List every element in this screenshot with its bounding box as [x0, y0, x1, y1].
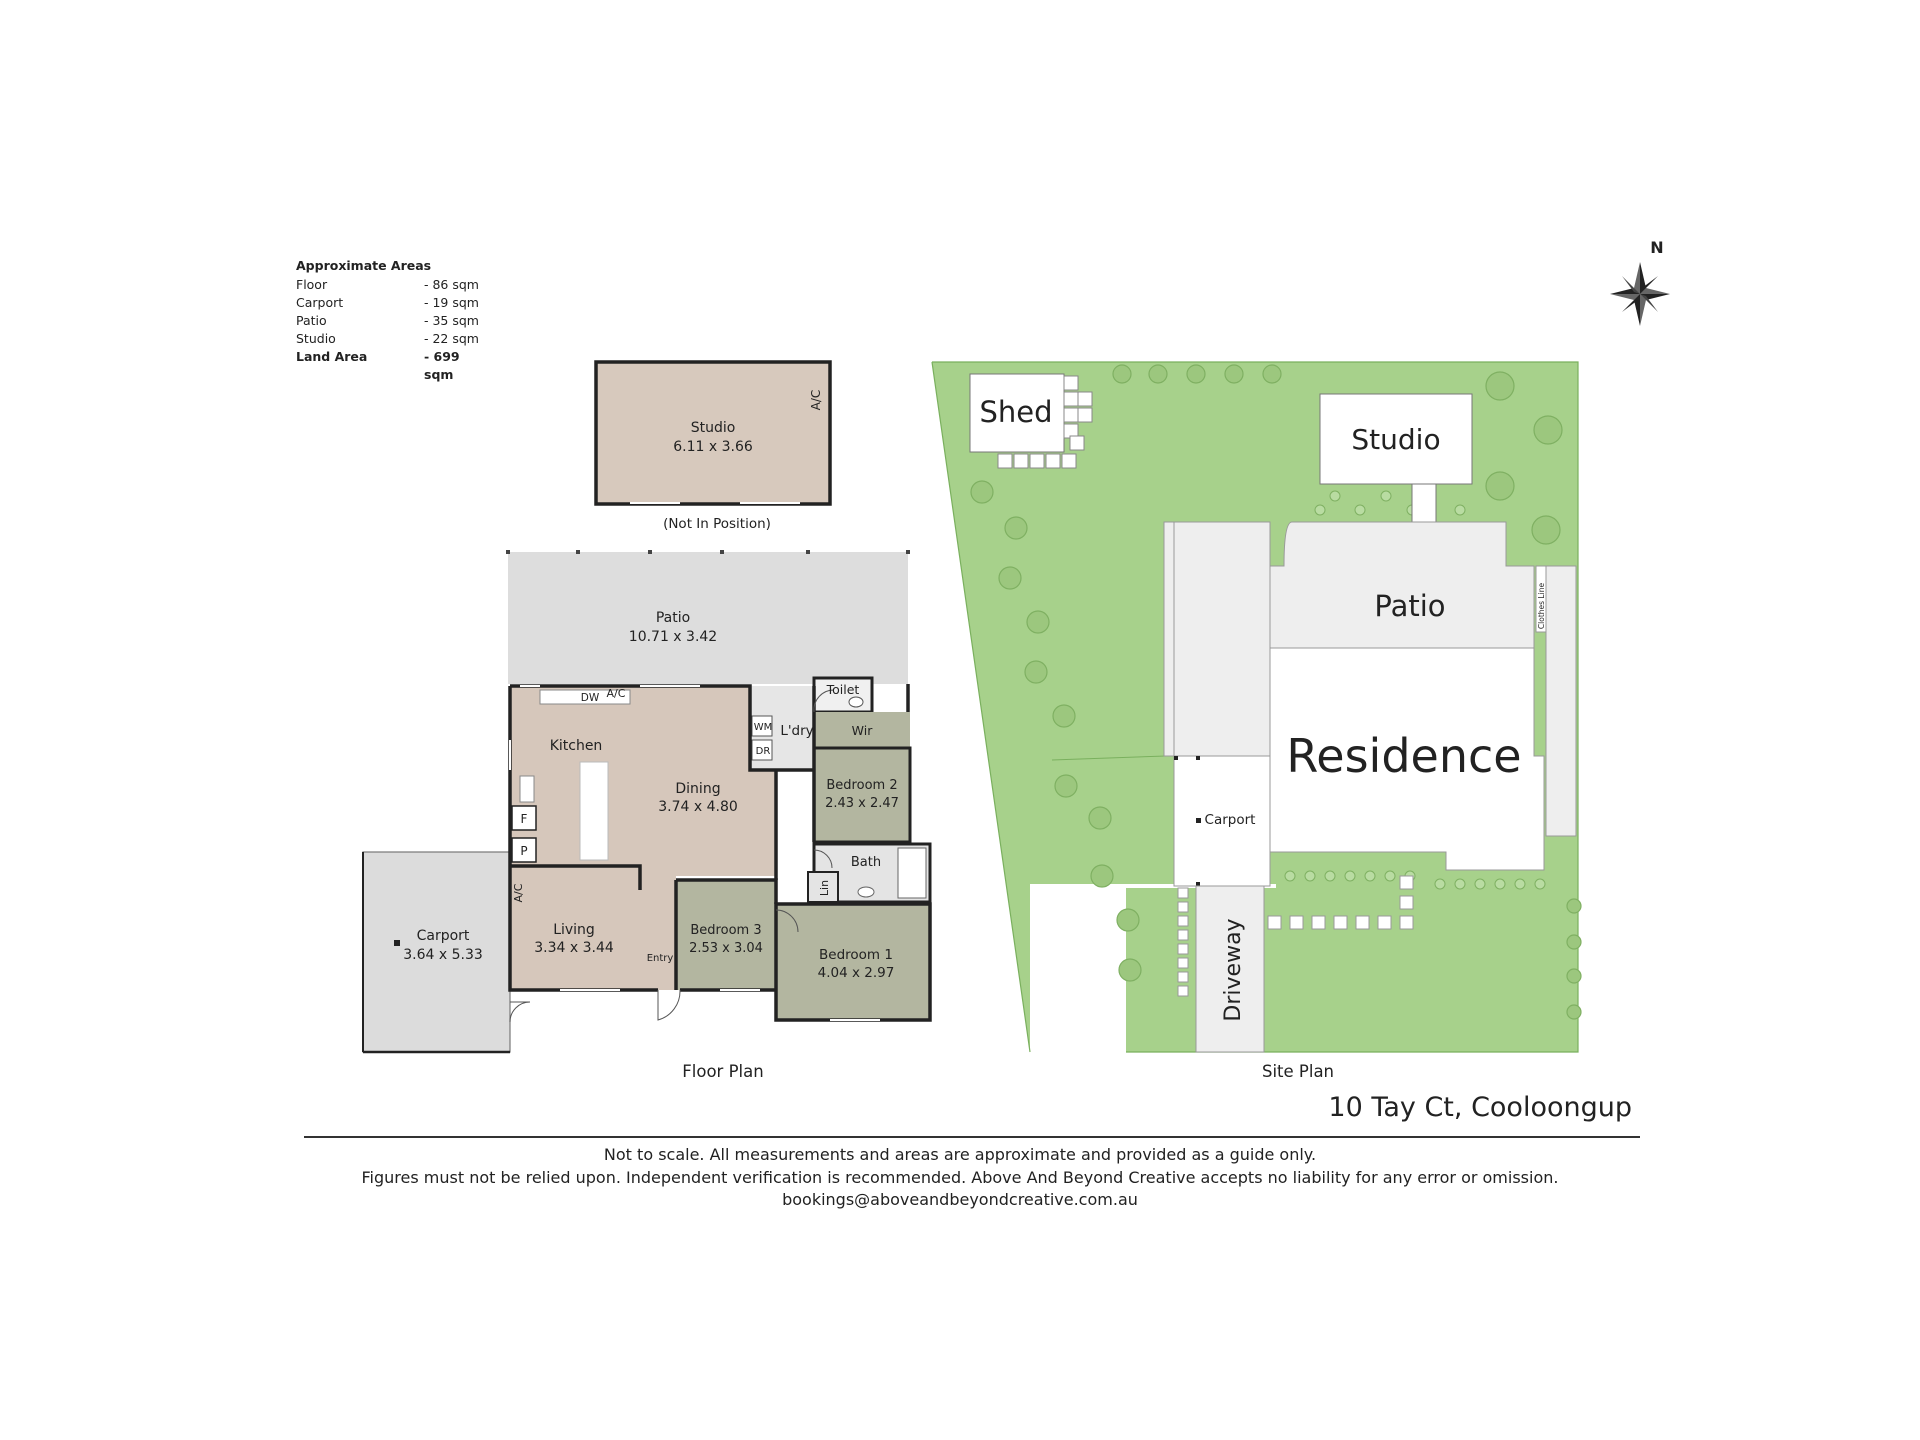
- sp-side-structure: [1173, 521, 1271, 757]
- fp-dining-dims: 3.74 x 4.80: [658, 799, 738, 815]
- contact-email: bookings@aboveandbeyondcreative.com.au: [782, 1190, 1138, 1209]
- fp-kitchen-name: Kitchen: [550, 738, 603, 754]
- areas-label: Floor: [296, 277, 328, 292]
- areas-label: Studio: [296, 331, 336, 346]
- fp-patio-dims: 10.71 x 3.42: [629, 629, 717, 645]
- fp-laundry-name: L'dry: [780, 723, 813, 739]
- fp-kitchen-dw: DW: [581, 692, 600, 704]
- fp-bedroom-3-dims: 2.53 x 3.04: [689, 941, 763, 956]
- areas-row-floor: Floor - 86 sqm: [296, 276, 486, 294]
- fp-kitchen-pantry: P: [520, 844, 527, 858]
- fp-laundry-wm: WM: [754, 722, 773, 733]
- areas-row-land: Land Area - 699 sqm: [296, 348, 486, 384]
- fp-wir-name: Wir: [852, 723, 874, 738]
- areas-heading: Approximate Areas: [296, 258, 432, 273]
- fp-living-name: Living: [553, 922, 595, 938]
- areas-value: - 86 sqm: [424, 277, 479, 292]
- areas-row-carport: Carport - 19 sqm: [296, 294, 486, 312]
- property-address: 10 Tay Ct, Cooloongup: [1328, 1092, 1632, 1123]
- fp-bedroom-1-name: Bedroom 1: [819, 947, 893, 963]
- sp-driveway-label: Driveway: [1221, 918, 1246, 1021]
- fp-linen: [807, 871, 839, 903]
- fp-bedroom-3-name: Bedroom 3: [690, 923, 761, 938]
- fp-bedroom-1-dims: 4.04 x 2.97: [818, 965, 895, 981]
- floor-plan-caption: Floor Plan: [682, 1062, 763, 1081]
- areas-row-studio: Studio - 22 sqm: [296, 330, 486, 348]
- disclaimer: Not to scale. All measurements and areas…: [0, 1144, 1920, 1212]
- approximate-areas-table: Approximate Areas Floor - 86 sqm Carport…: [296, 257, 486, 384]
- disclaimer-line: Not to scale. All measurements and areas…: [603, 1145, 1317, 1164]
- fp-living-floor: [510, 866, 676, 990]
- fp-patio: [508, 552, 908, 684]
- sp-patio-label: Patio: [1374, 589, 1445, 623]
- sp-clothes-line-label: Clothes Line: [1537, 583, 1546, 630]
- areas-row-patio: Patio - 35 sqm: [296, 312, 486, 330]
- fp-carport-name: Carport: [417, 928, 470, 944]
- fp-living-dims: 3.34 x 3.44: [534, 940, 614, 956]
- fp-studio-room: [594, 360, 832, 506]
- areas-value: - 19 sqm: [424, 295, 479, 310]
- fp-bedroom-2-dims: 2.43 x 2.47: [825, 796, 899, 811]
- areas-label: Carport: [296, 295, 344, 310]
- fp-kitchen-dining-floor: [510, 686, 776, 876]
- fp-bedroom-1: [774, 902, 932, 1022]
- fp-carport-dims: 3.64 x 5.33: [403, 947, 483, 963]
- sp-studio-label: Studio: [1351, 423, 1440, 456]
- fp-linen-name: Lin: [818, 880, 831, 896]
- fp-wir: [814, 712, 910, 748]
- areas-value: - 22 sqm: [424, 331, 479, 346]
- sp-residence: [1269, 647, 1545, 871]
- fp-bedroom-3: [676, 880, 776, 990]
- fp-entry-label: Entry: [647, 953, 674, 964]
- sp-residence-label: Residence: [1286, 729, 1521, 783]
- disclaimer-line: Figures must not be relied upon. Indepen…: [361, 1167, 1559, 1187]
- divider-rule: [304, 1136, 1640, 1138]
- sp-shed: [969, 373, 1065, 453]
- compass-north-label: N: [1650, 238, 1663, 257]
- fp-bath-name: Bath: [851, 855, 881, 870]
- sp-carport-label: Carport: [1205, 812, 1256, 828]
- fp-toilet-name: Toilet: [826, 682, 860, 697]
- sp-driveway: [1195, 885, 1265, 1053]
- sp-patio: [1269, 521, 1535, 649]
- north-arrow-icon: [1610, 262, 1670, 326]
- fp-patio-name: Patio: [656, 610, 690, 626]
- areas-value: - 35 sqm: [424, 313, 479, 328]
- fp-laundry-dr: DR: [756, 746, 771, 757]
- site-plan-caption: Site Plan: [1262, 1062, 1334, 1081]
- fp-studio-dims: 6.11 x 3.66: [673, 439, 753, 455]
- fp-bedroom-2-name: Bedroom 2: [826, 778, 897, 793]
- fp-bedroom-2: [812, 746, 912, 844]
- sp-shed-label: Shed: [979, 395, 1052, 429]
- fp-living-ac: A/C: [512, 883, 525, 902]
- areas-label: Land Area: [296, 349, 368, 364]
- areas-value: - 699 sqm: [424, 349, 460, 382]
- fp-studio-name: Studio: [691, 420, 736, 436]
- fp-kitchen-ac: A/C: [607, 687, 626, 700]
- fp-studio-ac: A/C: [809, 390, 823, 411]
- areas-label: Patio: [296, 313, 327, 328]
- fp-studio-note: (Not In Position): [663, 516, 771, 532]
- fp-dining-name: Dining: [675, 781, 720, 797]
- fp-kitchen-fridge: F: [521, 812, 528, 826]
- sp-studio: [1319, 393, 1473, 485]
